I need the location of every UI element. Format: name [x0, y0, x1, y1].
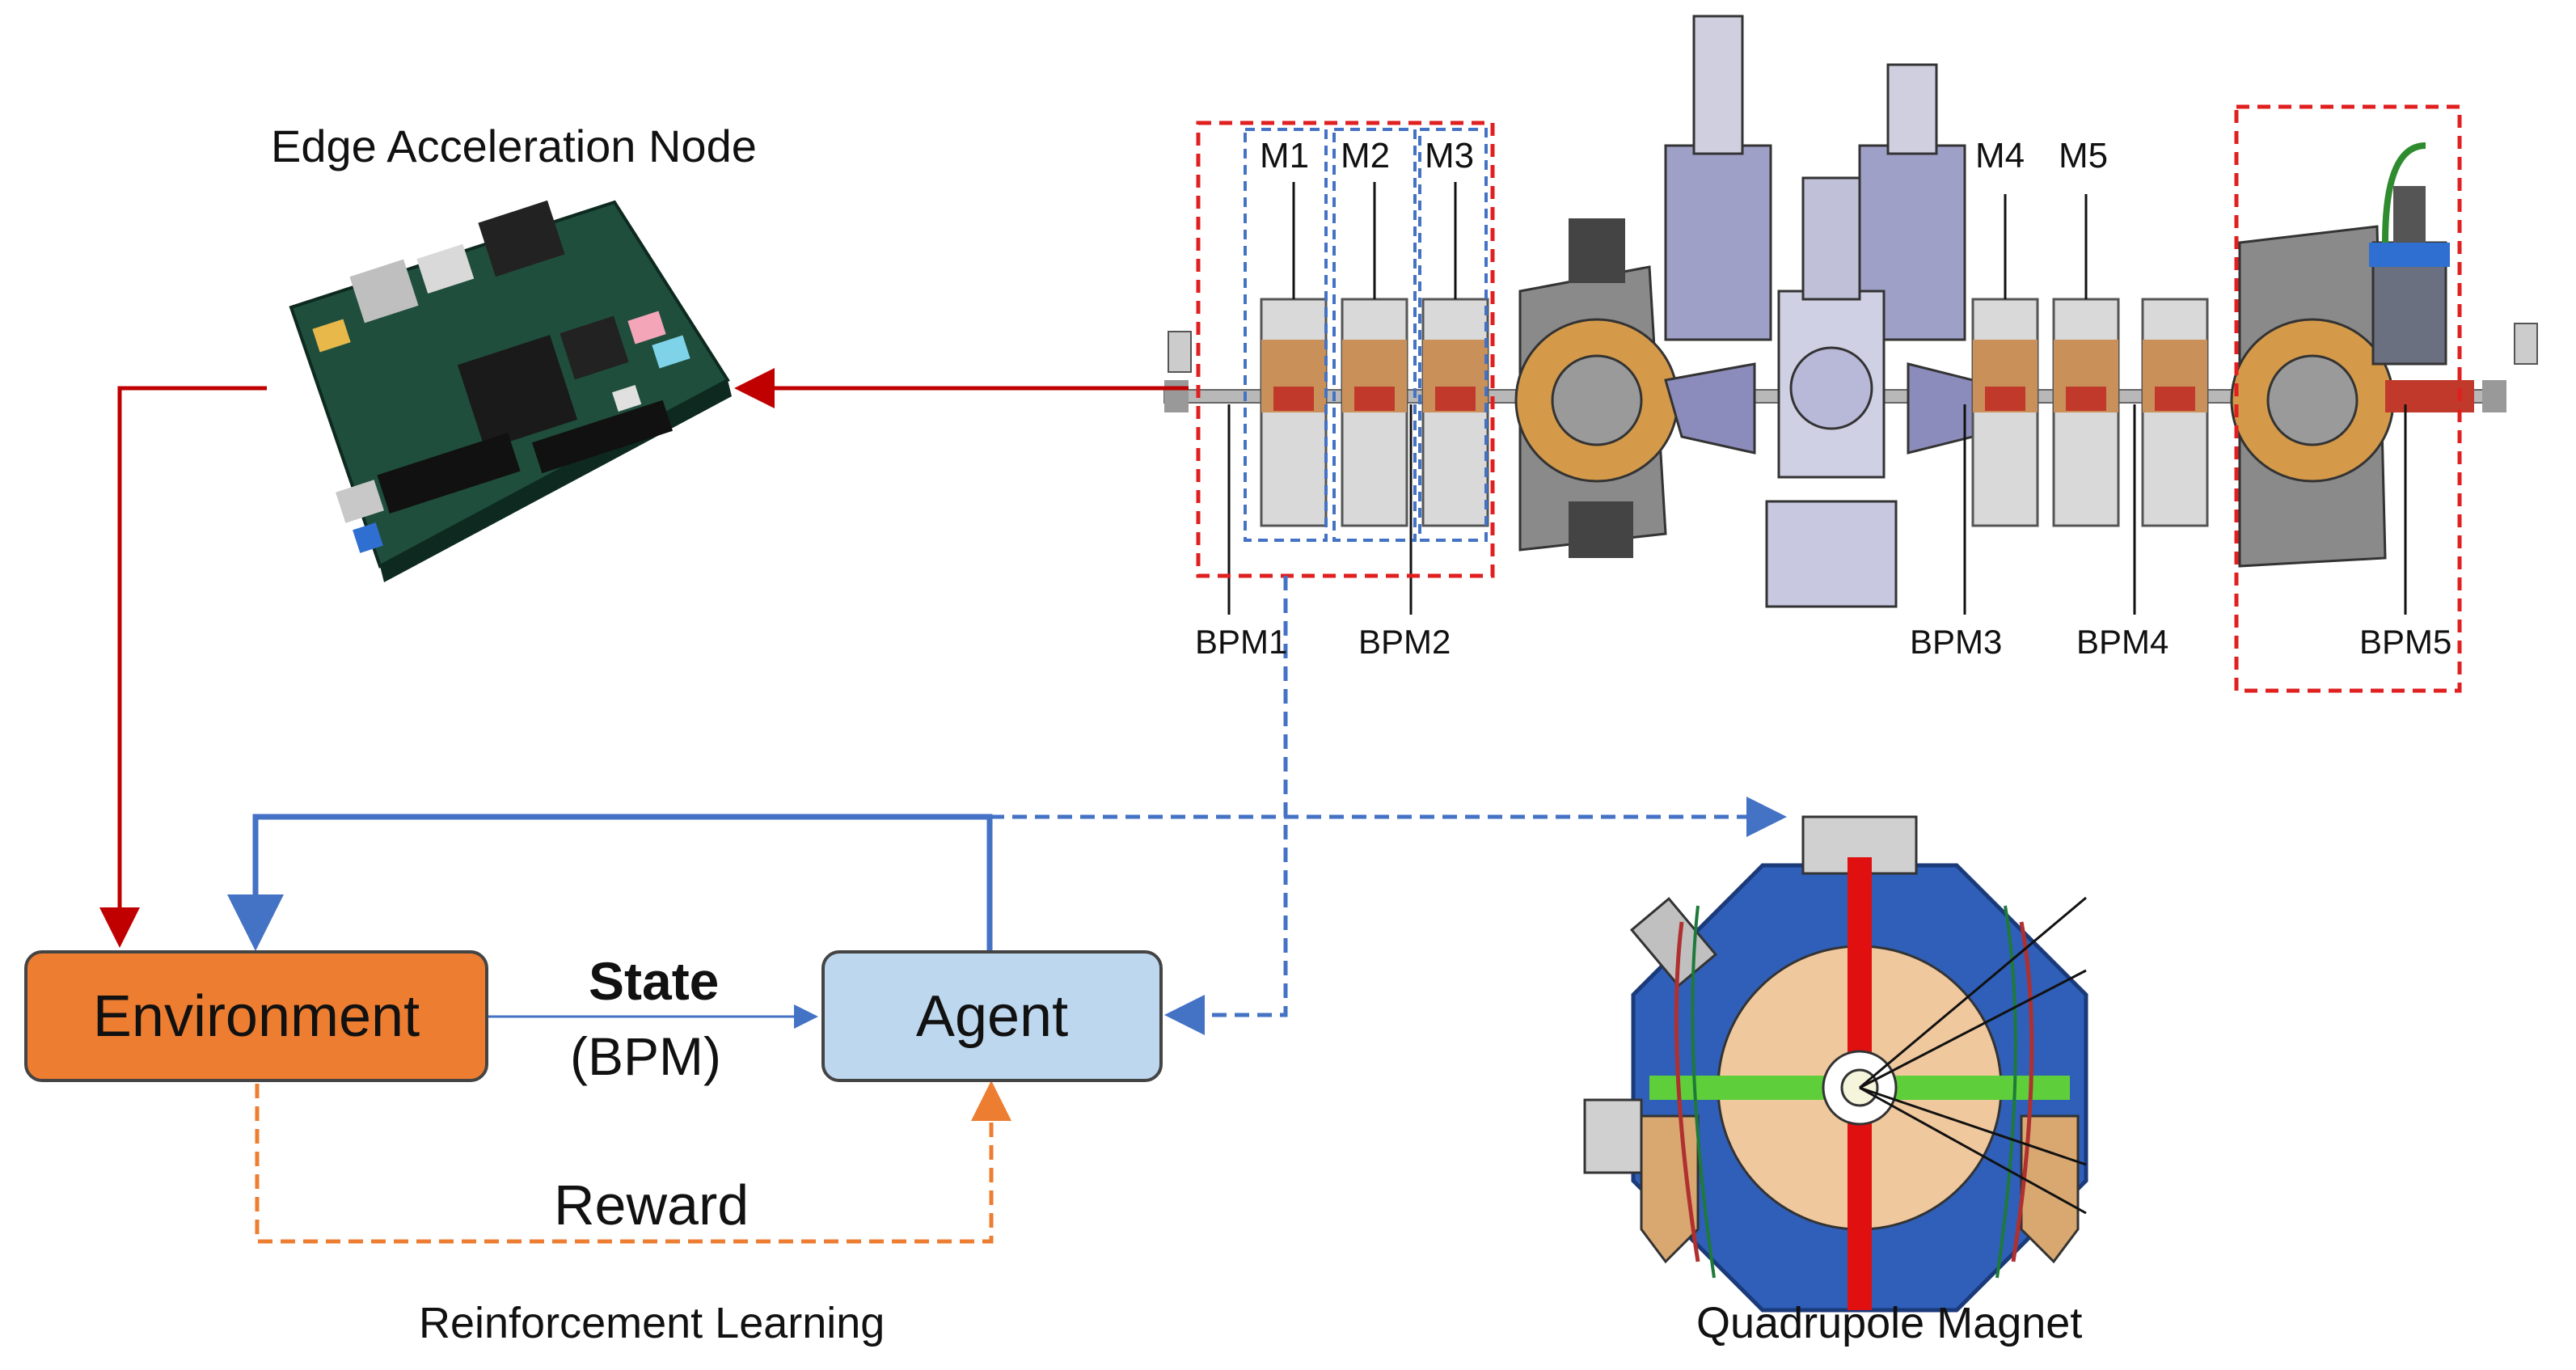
magnet-label-m3: M3 — [1425, 136, 1475, 175]
state-label: State — [589, 951, 720, 1011]
bpm-label-4: BPM4 — [2076, 623, 2169, 661]
quadrupole-magnet-illustration — [1583, 815, 2088, 1313]
agent-box: Agent — [821, 950, 1163, 1082]
magnet-label-m1: M1 — [1260, 136, 1310, 175]
fpga-board-illustration — [289, 200, 732, 582]
reward-arrow — [255, 1080, 1011, 1244]
magnet-label-m2: M2 — [1341, 136, 1391, 175]
state-sublabel: (BPM) — [570, 1026, 721, 1086]
environment-box: Environment — [24, 950, 488, 1082]
quadrupole-magnet-caption: Quadrupole Magnet — [1696, 1299, 2083, 1347]
reinforcement-learning-caption: Reinforcement Learning — [419, 1299, 885, 1347]
bpm-label-3: BPM3 — [1910, 623, 2003, 661]
edge-to-environment-arrow — [99, 386, 267, 948]
reward-label: Reward — [554, 1173, 750, 1237]
beamline-illustration — [1163, 15, 2538, 615]
magnet-label-m4: M4 — [1975, 136, 2025, 175]
bpm-to-agent-arrow — [1164, 576, 1288, 1035]
m3-box — [1418, 128, 1488, 542]
edge-node-title: Edge Acceleration Node — [271, 121, 757, 171]
agent-to-environment-arrow — [227, 814, 993, 951]
m1-box — [1244, 128, 1328, 542]
bpm-label-2: BPM2 — [1358, 623, 1451, 661]
agent-label: Agent — [915, 983, 1069, 1049]
magnet-label-m5: M5 — [2059, 136, 2109, 175]
environment-label: Environment — [92, 983, 420, 1049]
bpm-label-5: BPM5 — [2359, 623, 2452, 661]
bpm-label-1: BPM1 — [1195, 623, 1288, 661]
m2-box — [1332, 128, 1417, 542]
bpm1-bpm2-highlight-box — [1196, 121, 1495, 578]
bpm5-highlight-box — [2234, 104, 2462, 693]
